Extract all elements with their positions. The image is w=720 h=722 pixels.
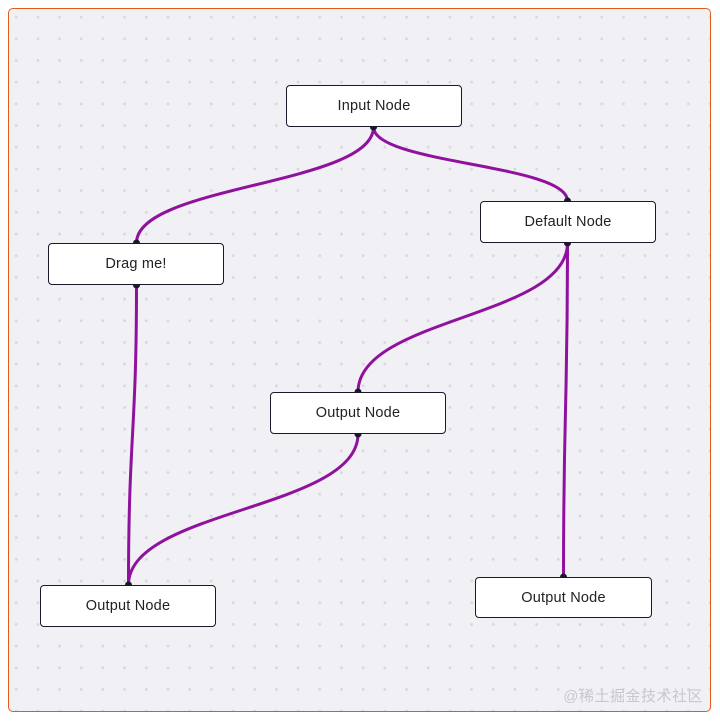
node-output-middle-label: Output Node	[315, 405, 401, 421]
node-drag-me[interactable]: Drag me!	[48, 243, 224, 285]
edge-default-to-output-mid[interactable]	[356, 241, 569, 394]
node-output-bottom-right-label: Output Node	[521, 589, 606, 606]
node-output-bottom-right[interactable]: Output Node	[475, 577, 652, 618]
edge-default-to-output-br[interactable]	[562, 241, 569, 579]
edge-dragme-to-output-bl[interactable]	[127, 283, 138, 587]
node-default[interactable]: Default Node	[480, 201, 656, 243]
node-drag-me-label: Drag me!	[105, 256, 167, 272]
edge-input-to-default[interactable]	[372, 125, 569, 203]
node-output-bottom-left-label: Output Node	[85, 598, 171, 614]
edge-input-to-dragme[interactable]	[135, 125, 375, 245]
node-output-bottom-left[interactable]: Output Node	[40, 585, 216, 627]
watermark: @稀土掘金技术社区	[563, 688, 703, 705]
edge-output-mid-to-output-bl[interactable]	[127, 432, 360, 587]
node-input[interactable]: Input Node	[286, 85, 462, 127]
node-input-label: Input Node	[337, 98, 411, 114]
node-output-middle[interactable]: Output Node	[270, 392, 446, 434]
node-default-label: Default Node	[524, 214, 612, 230]
